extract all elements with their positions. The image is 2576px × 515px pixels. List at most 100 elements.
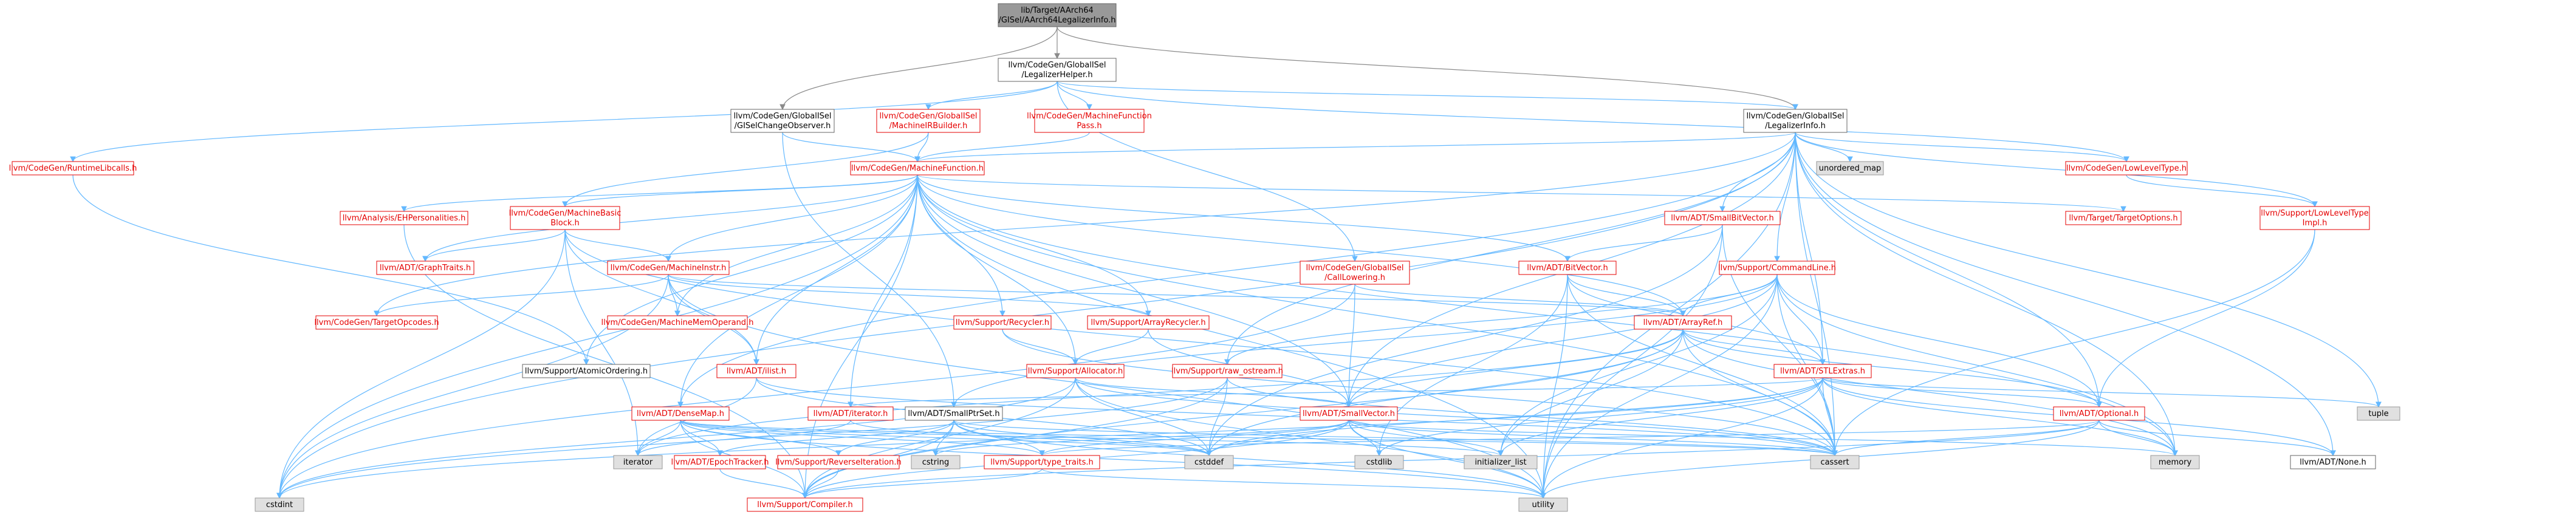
node-commandline[interactable]: llvm/Support/CommandLine.h [1718,261,1836,275]
edge-smallbitvector-to-bitvector [1564,224,1723,262]
node-box-machineinstr [607,261,730,275]
node-machinememoperand[interactable]: llvm/CodeGen/MachineMemOperand.h [601,315,754,330]
node-box-calllowering [1300,261,1410,285]
node-box-memory [2150,455,2200,469]
node-label-optional: llvm/ADT/Optional.h [2060,409,2139,418]
node-atomicordering[interactable]: llvm/Support/AtomicOrdering.h [522,364,651,378]
node-typetraits[interactable]: llvm/Support/type_traits.h [984,455,1100,469]
edge-smallvector-to-cstring [933,420,1349,457]
edges-layer [70,26,2382,499]
node-smallbitvector[interactable]: llvm/ADT/SmallBitVector.h [1664,211,1781,225]
edge-allocator-to-cassert [1075,377,1838,457]
node-box-arrayrecycler [1087,315,1210,330]
node-stlextras[interactable]: llvm/ADT/STLExtras.h [1773,364,1872,378]
node-smallvector[interactable]: llvm/ADT/SmallVector.h [1300,406,1398,421]
node-recycler[interactable]: llvm/Support/Recycler.h [953,315,1052,330]
edge-recycler-to-cassert [1002,329,1838,457]
node-gisel_change[interactable]: llvm/CodeGen/GlobalISel/GISelChangeObser… [730,109,835,133]
node-legalizerhelper[interactable]: llvm/CodeGen/GlobalISel/LegalizerHelper.… [998,58,1117,82]
node-reverseiteration[interactable]: llvm/Support/ReverseIteration.h [775,455,902,469]
edge-optional-to-memory [2098,420,2178,457]
node-label-densemap: llvm/ADT/DenseMap.h [637,409,724,418]
node-compiler[interactable]: llvm/Support/Compiler.h [747,497,863,512]
edge-machinebasicblock-to-cstdint [276,229,566,499]
edge-smallvector-to-cstddef [1206,420,1349,457]
edge-legalizerhelper-to-mirbuilder [925,81,1058,111]
edge-legalizerhelper-to-runtimelibcalls [70,81,1058,163]
node-box-smallvector [1300,406,1398,421]
node-label-machineinstr: llvm/CodeGen/MachineInstr.h [611,264,727,273]
node-box-raw_ostream [1172,364,1283,378]
edge-machinefunction-to-utility [917,174,1546,499]
node-adt_iterator[interactable]: llvm/ADT/iterator.h [807,406,894,421]
node-machinefunction[interactable]: llvm/CodeGen/MachineFunction.h [850,161,985,176]
edge-machineinstr-to-targetopcodes [374,274,669,317]
node-box-lowleveltype [2065,161,2188,176]
edge-machinefunction-to-machineinstr [665,174,918,262]
node-label-lowleveltypeimpl: llvm/Support/LowLevelType [2261,209,2369,218]
node-label-adt_iterator: llvm/ADT/iterator.h [814,409,888,418]
edge-machinefunction-to-ehpersonalities [401,174,918,213]
node-box-commandline [1719,261,1835,275]
node-ilist[interactable]: llvm/ADT/ilist.h [716,364,796,378]
edge-smallptrset-to-reverseiteration [835,420,954,457]
node-label-recycler: llvm/Support/Recycler.h [956,318,1049,327]
edge-bitvector-to-arrayref [1567,274,1686,317]
node-label-arrayref: llvm/ADT/ArrayRef.h [1643,318,1723,327]
node-label-calllowering: /CallLowering.h [1324,273,1385,282]
node-label-machinebasicblock: llvm/CodeGen/MachineBasic [509,209,622,218]
node-box-legalizerinfo [1743,109,1848,133]
node-none[interactable]: llvm/ADT/None.h [2290,455,2376,469]
edge-legalizerinfo-to-unordered_map [1795,132,1853,163]
node-bitvector[interactable]: llvm/ADT/BitVector.h [1518,261,1617,275]
node-runtimelibcalls[interactable]: llvm/CodeGen/RuntimeLibcalls.h [9,161,137,176]
node-smallptrset[interactable]: llvm/ADT/SmallPtrSet.h [905,406,1003,421]
edge-stlextras-to-tuple [1822,377,2382,408]
node-epochtracker[interactable]: llvm/ADT/EpochTracker.h [671,455,769,469]
node-legalizerinfo[interactable]: llvm/CodeGen/GlobalISel/LegalizerInfo.h [1743,109,1848,133]
node-label-iterator: iterator [623,458,653,467]
node-calllowering[interactable]: llvm/CodeGen/GlobalISel/CallLowering.h [1300,261,1410,285]
node-box-smallbitvector [1664,211,1781,225]
node-mirbuilder[interactable]: llvm/CodeGen/GlobalISel/MachineIRBuilder… [876,109,981,133]
node-box-cstddef [1184,455,1234,469]
edge-machinefunction-to-recycler [917,174,1005,317]
node-ehpersonalities[interactable]: llvm/Analysis/EHPersonalities.h [340,211,468,225]
node-lowleveltype[interactable]: llvm/CodeGen/LowLevelType.h [2065,161,2188,176]
edge-legalizerinfo-to-commandline [1774,132,1796,262]
edge-allocator-to-cstddef [1075,377,1212,457]
node-optional[interactable]: llvm/ADT/Optional.h [2053,406,2145,421]
node-label-legalizerinfo: /LegalizerInfo.h [1765,121,1826,131]
edge-smallptrset-to-epochtracker [717,420,954,457]
edge-machinefunction-to-allocator [917,174,1078,366]
node-label-cassert: cassert [1820,458,1849,467]
node-targetoptions[interactable]: llvm/Target/TargetOptions.h [2065,211,2182,225]
node-arrayref[interactable]: llvm/ADT/ArrayRef.h [1634,315,1732,330]
node-machineinstr[interactable]: llvm/CodeGen/MachineInstr.h [607,261,730,275]
edge-machinefunction-to-arrayrecycler [917,174,1151,317]
node-initializer_list: initializer_list [1464,455,1538,469]
edge-bitvector-to-cstdlib [1376,274,1568,457]
edge-commandline-to-smallptrset [951,274,1778,408]
edge-machinefunction-to-atomicordering [583,174,918,366]
node-cstring: cstring [911,455,961,469]
node-targetopcodes[interactable]: llvm/CodeGen/TargetOpcodes.h [314,315,439,330]
node-label-unordered_map: unordered_map [1819,164,1882,173]
node-label-machinefunction: llvm/CodeGen/MachineFunction.h [851,164,984,173]
node-graphtraits[interactable]: llvm/ADT/GraphTraits.h [376,261,474,275]
node-allocator[interactable]: llvm/Support/Allocator.h [1026,364,1125,378]
edge-legalizerinfo-to-machinefunction [914,132,1796,163]
node-box-iterator [613,455,663,469]
node-root[interactable]: lib/Target/AArch64/GISel/AArch64Legalize… [998,3,1117,27]
edge-legalizerhelper-to-legalizerinfo [1057,81,1798,111]
node-raw_ostream[interactable]: llvm/Support/raw_ostream.h [1171,364,1283,378]
node-arrayrecycler[interactable]: llvm/Support/ArrayRecycler.h [1087,315,1210,330]
node-unordered_map: unordered_map [1816,161,1884,176]
node-densemap[interactable]: llvm/ADT/DenseMap.h [631,406,730,421]
edge-machinebasicblock-to-machineinstr [564,229,671,262]
edge-smallvector-to-initializer_list [1348,420,1504,457]
